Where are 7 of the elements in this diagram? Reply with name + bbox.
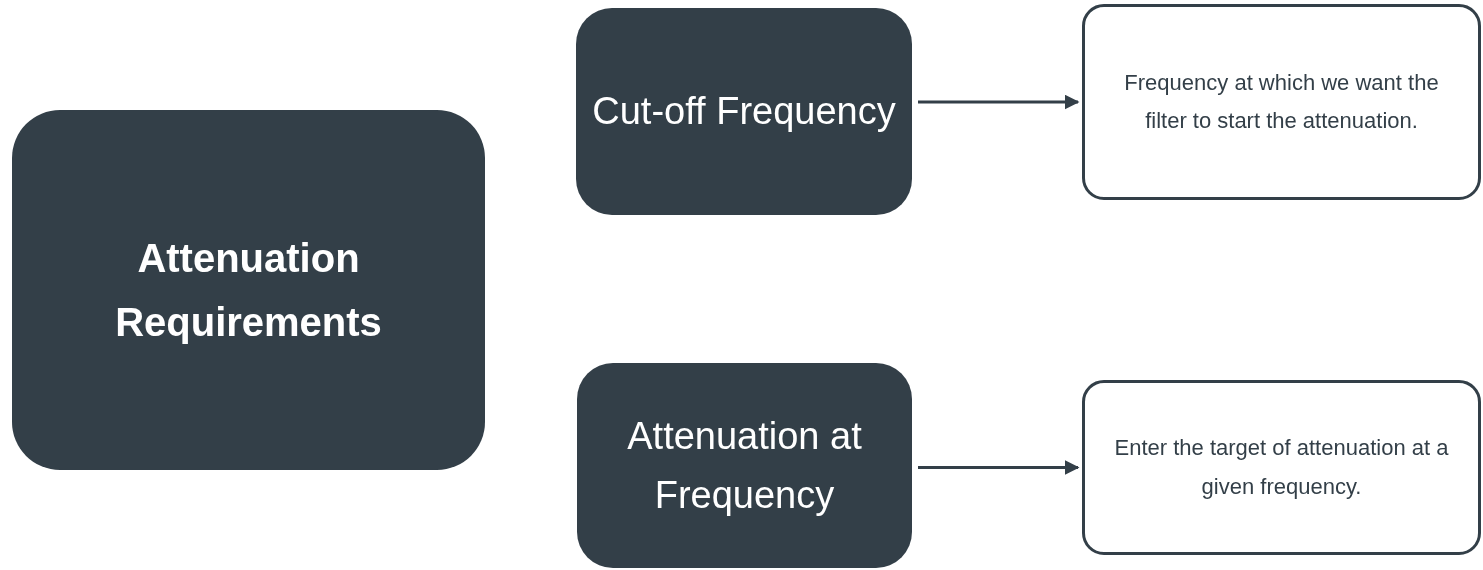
arrow (918, 94, 1080, 110)
topic-box: Attenuation Requirements (12, 110, 485, 470)
arrow (918, 460, 1080, 475)
description-box: Enter the target of attenuation at a given frequency. (1082, 380, 1481, 555)
parameter-box: Attenuation at Frequency (577, 363, 912, 568)
parameter-box: Cut-off Frequency (576, 8, 912, 215)
description-box: Frequency at which we want the filter to start the attenuation. (1082, 4, 1481, 200)
